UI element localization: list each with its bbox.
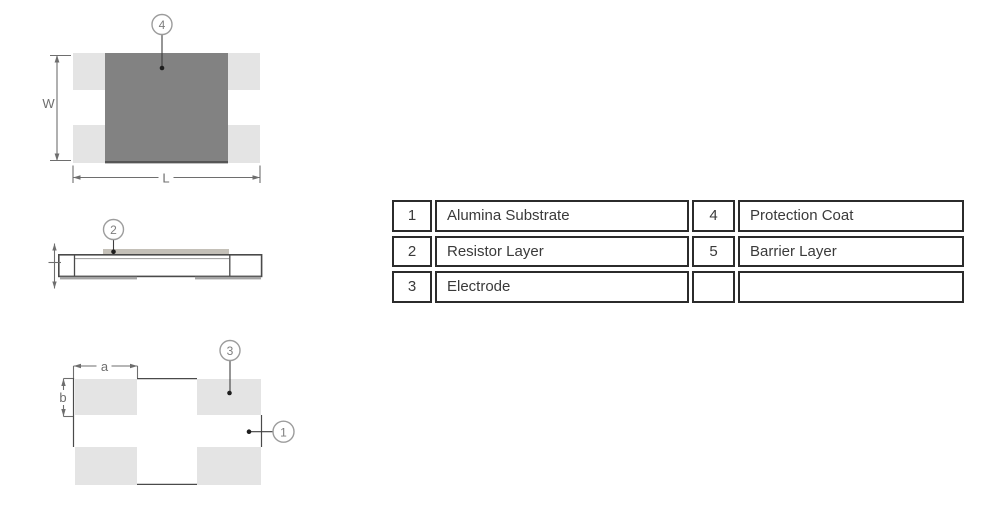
legend-num: 4 bbox=[692, 200, 735, 232]
dimension-thickness bbox=[48, 243, 61, 289]
callout-number-4: 4 bbox=[159, 18, 166, 32]
side-view: 2 bbox=[48, 218, 263, 289]
label-knockout bbox=[56, 390, 70, 405]
termination-pad-top-right bbox=[228, 53, 260, 90]
legend-num: 5 bbox=[692, 235, 735, 267]
callout-number-1: 1 bbox=[280, 425, 287, 439]
bottom-electrode-left bbox=[60, 276, 137, 280]
arrow-down-icon bbox=[54, 153, 60, 161]
dim-label-L: L bbox=[162, 171, 169, 186]
arrow-right-icon bbox=[252, 175, 260, 180]
chip-outline bbox=[72, 378, 263, 485]
callout-number-3: 3 bbox=[227, 344, 234, 358]
legend-table: 1 Alumina Substrate 4 Protection Coat 2 … bbox=[392, 200, 964, 303]
callout-dot bbox=[227, 390, 232, 396]
chip-resistor-drawing: W L 4 bbox=[42, 13, 295, 485]
label-knockout bbox=[96, 359, 112, 373]
termination-pad-bottom-right bbox=[228, 125, 260, 163]
arrow-right-icon bbox=[130, 363, 138, 369]
electrode-pad-top-right bbox=[197, 379, 261, 415]
legend-num: 3 bbox=[392, 271, 432, 303]
protection-coat-area bbox=[105, 53, 228, 163]
legend-num bbox=[692, 271, 735, 303]
termination-pad-bottom-left bbox=[73, 125, 105, 163]
callout-bubble-2 bbox=[102, 218, 125, 241]
callout-dot bbox=[111, 249, 116, 255]
dim-label-W: W bbox=[42, 96, 55, 111]
legend-label: Alumina Substrate bbox=[435, 200, 689, 232]
legend-num: 2 bbox=[392, 235, 432, 267]
bottom-electrode-right bbox=[195, 276, 261, 280]
callout-dot bbox=[246, 429, 252, 435]
resistor-layer bbox=[103, 249, 229, 255]
electrode-pad-top-left bbox=[75, 379, 137, 415]
electrode-pad-bottom-right bbox=[197, 447, 261, 485]
legend-label: Resistor Layer bbox=[435, 235, 689, 267]
callout-dot bbox=[159, 65, 165, 71]
arrow-up-icon bbox=[52, 243, 57, 251]
legend-label: Barrier Layer bbox=[738, 235, 964, 267]
substrate-body bbox=[57, 254, 263, 278]
label-knockout bbox=[158, 169, 174, 186]
electrode-pad-bottom-left bbox=[75, 447, 137, 485]
callout-bubble-3 bbox=[219, 339, 241, 362]
arrow-left-icon bbox=[73, 363, 81, 369]
legend-num: 1 bbox=[392, 200, 432, 232]
arrow-down-icon bbox=[52, 281, 57, 289]
arrow-down-icon bbox=[61, 409, 66, 417]
legend-label: Protection Coat bbox=[738, 200, 964, 232]
callout-number-2: 2 bbox=[110, 223, 117, 237]
arrow-up-icon bbox=[54, 55, 60, 63]
callout-bubble-4 bbox=[151, 13, 173, 36]
legend-label: Electrode bbox=[435, 271, 689, 303]
callout-bubble-1 bbox=[272, 420, 295, 443]
arrow-up-icon bbox=[61, 378, 66, 386]
arrow-left-icon bbox=[73, 175, 81, 180]
dim-label-b: b bbox=[59, 390, 66, 405]
legend-label bbox=[738, 271, 964, 303]
dimension-W bbox=[50, 54, 71, 162]
termination-pad-top-left bbox=[73, 53, 105, 90]
bottom-view: a b 3 1 bbox=[56, 339, 295, 485]
top-view: W L 4 bbox=[42, 13, 261, 186]
dim-label-a: a bbox=[101, 359, 109, 374]
